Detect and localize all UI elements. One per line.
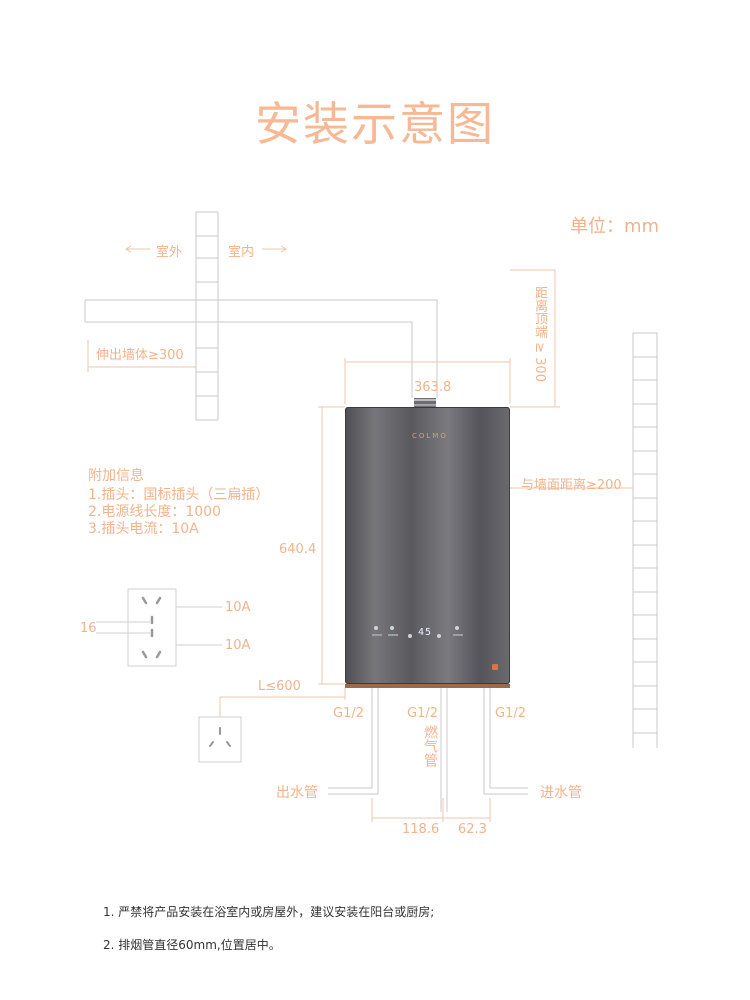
water-out-label: 出水管 [276,785,318,801]
info-line-1: 1.插头：国标插头（三扁插） [88,487,270,503]
height-dimension: 640.4 [279,542,317,557]
plug-pins [141,596,162,659]
mode-button-icon [390,626,394,630]
pipe-spacing-left: 118.6 [402,822,440,837]
gas-fitting: G1/2 [407,706,438,721]
gas-pipe-label: 燃气管 [422,725,438,767]
cable-length-label: L≤600 [258,679,301,694]
water-out-fitting: G1/2 [333,706,364,721]
water-heater [345,407,510,684]
top-distance-label: 距离顶端 ≥ 300 [532,286,547,382]
brand-logo: COLMO [412,432,448,440]
info-heading: 附加信息 [88,468,144,484]
flue-outlet [414,398,436,407]
adjust-button-icon [437,634,441,638]
wall-socket [198,716,242,763]
info-line-2: 2.电源线长度：1000 [88,504,221,520]
plug-current-bottom: 10A [225,638,251,653]
water-in-fitting: G1/2 [495,706,526,721]
plug-diagram [96,588,222,667]
dimension-lines [87,245,633,822]
outdoor-label: 室外 [156,245,183,260]
note-2: 2. 排烟管直径60mm,位置居中。 [103,938,281,952]
flue-pipe [84,299,438,398]
indicator-icon [492,664,498,670]
pipes [328,688,528,812]
wall-distance-label: 与墙面距离≥200 [521,478,622,493]
page-title: 安装示意图 [255,97,495,151]
button-label-mark [372,634,382,636]
extend-wall-label: 伸出墙体≥300 [96,348,184,363]
setting-button-icon [455,626,459,630]
indoor-label: 室内 [228,245,255,260]
water-in-label: 进水管 [540,785,582,801]
plug-current-top: 10A [225,600,251,615]
water-heater-base [345,684,510,688]
info-line-3: 3.插头电流：10A [88,521,199,537]
adjust-button-icon [408,634,412,638]
left-wall [195,211,219,421]
width-dimension: 363.8 [414,380,452,395]
unit-label: 单位：mm [570,216,660,237]
button-label-mark [388,634,398,636]
temperature-display: 45 [418,627,433,638]
power-button-icon [374,626,378,630]
note-1: 1. 严禁将产品安装在浴室内或房屋外，建议安装在阳台或厨房; [103,905,435,919]
plug-width-label: 16 [80,621,97,636]
button-label-mark [453,634,463,636]
pipe-spacing-right: 62.3 [458,822,487,837]
right-wall [632,332,658,748]
